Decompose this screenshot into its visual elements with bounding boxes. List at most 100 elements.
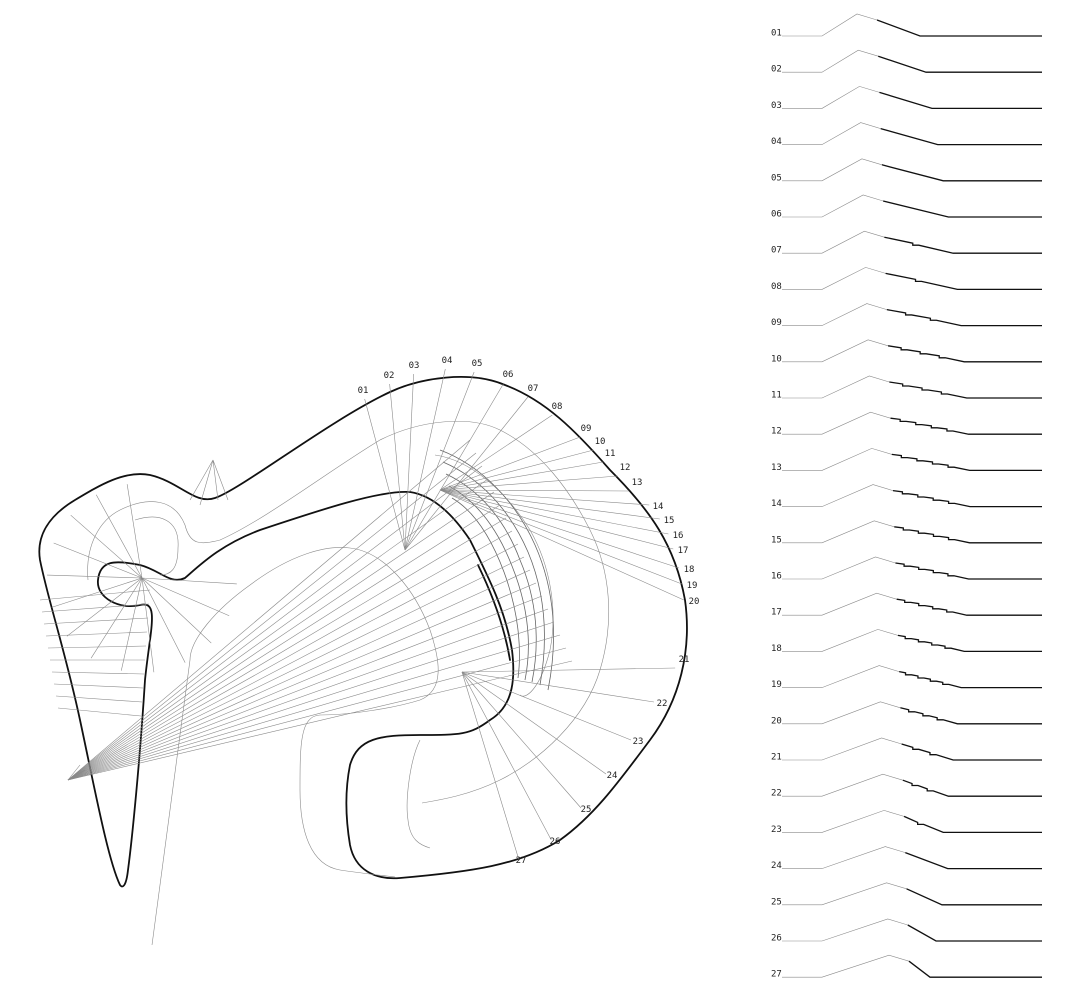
profile-row: 08	[771, 267, 1042, 292]
section-radial	[439, 489, 674, 550]
profile-approach	[782, 411, 891, 435]
section-radial	[439, 489, 680, 569]
profile-descent	[890, 417, 1042, 435]
long-fan-line	[67, 660, 573, 781]
section-label: 01	[358, 386, 369, 396]
section-label: 19	[687, 581, 698, 591]
section-radial	[439, 489, 650, 506]
profile-label: 19	[771, 680, 782, 690]
straight-section-line	[47, 645, 147, 649]
section-label: 21	[679, 655, 690, 665]
long-fan-line	[67, 504, 501, 781]
profile-descent	[891, 453, 1042, 472]
section-radial	[439, 414, 553, 491]
section-radial	[439, 489, 630, 492]
profile-row: 06	[771, 194, 1042, 220]
section-radial	[461, 671, 632, 741]
profile-row: 26	[771, 918, 1042, 944]
profile-approach	[782, 13, 878, 37]
profile-label: 21	[771, 753, 782, 763]
profile-row: 04	[771, 122, 1042, 147]
long-fan-line	[67, 491, 495, 781]
profile-descent	[878, 55, 1042, 73]
long-tangent	[151, 659, 191, 946]
profile-descent	[897, 634, 1042, 653]
profile-row: 09	[771, 303, 1042, 328]
profile-row: 25	[771, 882, 1042, 907]
profile-descent	[879, 91, 1042, 110]
long-fan-line	[67, 530, 513, 781]
hairpin-radial	[53, 542, 143, 579]
profile-label: 12	[771, 427, 782, 437]
section-radials	[39, 368, 684, 860]
section-radial	[439, 489, 660, 520]
profile-label: 23	[771, 825, 782, 835]
profile-approach	[782, 592, 897, 616]
profile-row: 10	[771, 339, 1042, 364]
inner-lane	[134, 454, 554, 697]
profile-label: 02	[771, 65, 782, 75]
profile-descent	[895, 562, 1042, 580]
section-radial	[439, 489, 684, 601]
profile-descent	[894, 526, 1042, 544]
long-fan-line	[67, 621, 555, 781]
straight-section-line	[53, 683, 144, 689]
profile-label: 07	[771, 246, 782, 256]
long-fan-line	[67, 647, 567, 781]
section-label: 15	[664, 516, 675, 526]
section-radial	[461, 671, 552, 841]
profile-approach	[782, 339, 889, 363]
section-label: 02	[384, 371, 395, 381]
section-label: 08	[552, 402, 563, 412]
section-label: 23	[633, 737, 644, 747]
hairpin-radial	[141, 577, 230, 617]
straight-section-line	[45, 631, 148, 637]
profile-label: 24	[771, 861, 782, 871]
section-label: 27	[516, 856, 527, 866]
profile-descent	[899, 670, 1042, 689]
profile-descent	[906, 888, 1042, 906]
profile-approach	[782, 556, 896, 580]
straight-section-line	[57, 707, 142, 717]
profile-label: 22	[771, 789, 782, 799]
profile-descent	[900, 707, 1042, 725]
long-fan-line	[67, 439, 471, 781]
profile-label: 14	[771, 499, 782, 509]
profile-approach	[782, 918, 908, 942]
profile-approach	[782, 86, 880, 109]
section-radial	[404, 368, 446, 551]
section-label: 11	[605, 449, 616, 459]
profile-row: 14	[771, 484, 1042, 509]
section-profiles: 0102030405060708091011121314151617181920…	[771, 13, 1042, 980]
profile-row: 02	[771, 49, 1042, 75]
profile-approach	[782, 267, 886, 290]
profile-approach	[782, 49, 879, 73]
profile-descent	[881, 164, 1042, 182]
long-fan-line	[67, 634, 561, 781]
section-radial	[461, 671, 519, 860]
section-label: 17	[678, 546, 689, 556]
profile-label: 17	[771, 608, 782, 618]
section-radial	[364, 398, 406, 551]
section-label: 05	[472, 359, 483, 369]
hairpin-radial	[120, 577, 143, 671]
profile-approach	[782, 375, 890, 399]
profile-row: 27	[771, 954, 1042, 980]
profile-approach	[782, 484, 894, 507]
section-radial	[439, 436, 581, 491]
long-fan-line	[67, 569, 531, 781]
section-label: 18	[684, 565, 695, 575]
profile-label: 11	[771, 391, 782, 401]
straight-section-line	[51, 671, 145, 675]
profile-row: 07	[771, 230, 1042, 256]
profile-approach	[782, 665, 900, 688]
section-label: 07	[528, 384, 539, 394]
straight-section-line	[39, 589, 151, 601]
profile-row: 13	[771, 448, 1042, 473]
profile-row: 03	[771, 86, 1042, 111]
profile-label: 03	[771, 101, 782, 111]
section-radial	[439, 475, 618, 491]
profile-descent	[882, 200, 1042, 218]
hairpin-radial	[141, 577, 186, 663]
profile-approach	[782, 194, 884, 218]
